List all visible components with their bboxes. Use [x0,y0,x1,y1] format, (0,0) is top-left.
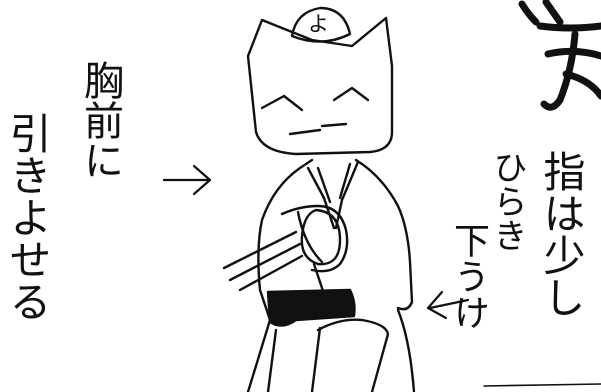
label-pull-close: 引きよせる [3,112,52,322]
sash [266,288,356,327]
corner-glyph-fragment [518,0,601,111]
hat [290,6,352,43]
cat-head [246,6,394,156]
robe-body [222,158,416,392]
right-eye [332,86,370,102]
left-eye [260,94,304,112]
label-receive-below: 下うけ [448,222,489,330]
frame-corner [483,383,601,387]
label-chest-front: 胸前に [77,60,123,180]
label-fingers-slightly: 指は少し [537,150,586,318]
left-arrow-icon [426,290,470,320]
hand-oval [300,208,342,266]
hat-badge-glyph: よ [308,12,329,36]
right-arrow-icon [162,164,212,196]
label-open: ひらき [487,150,527,252]
